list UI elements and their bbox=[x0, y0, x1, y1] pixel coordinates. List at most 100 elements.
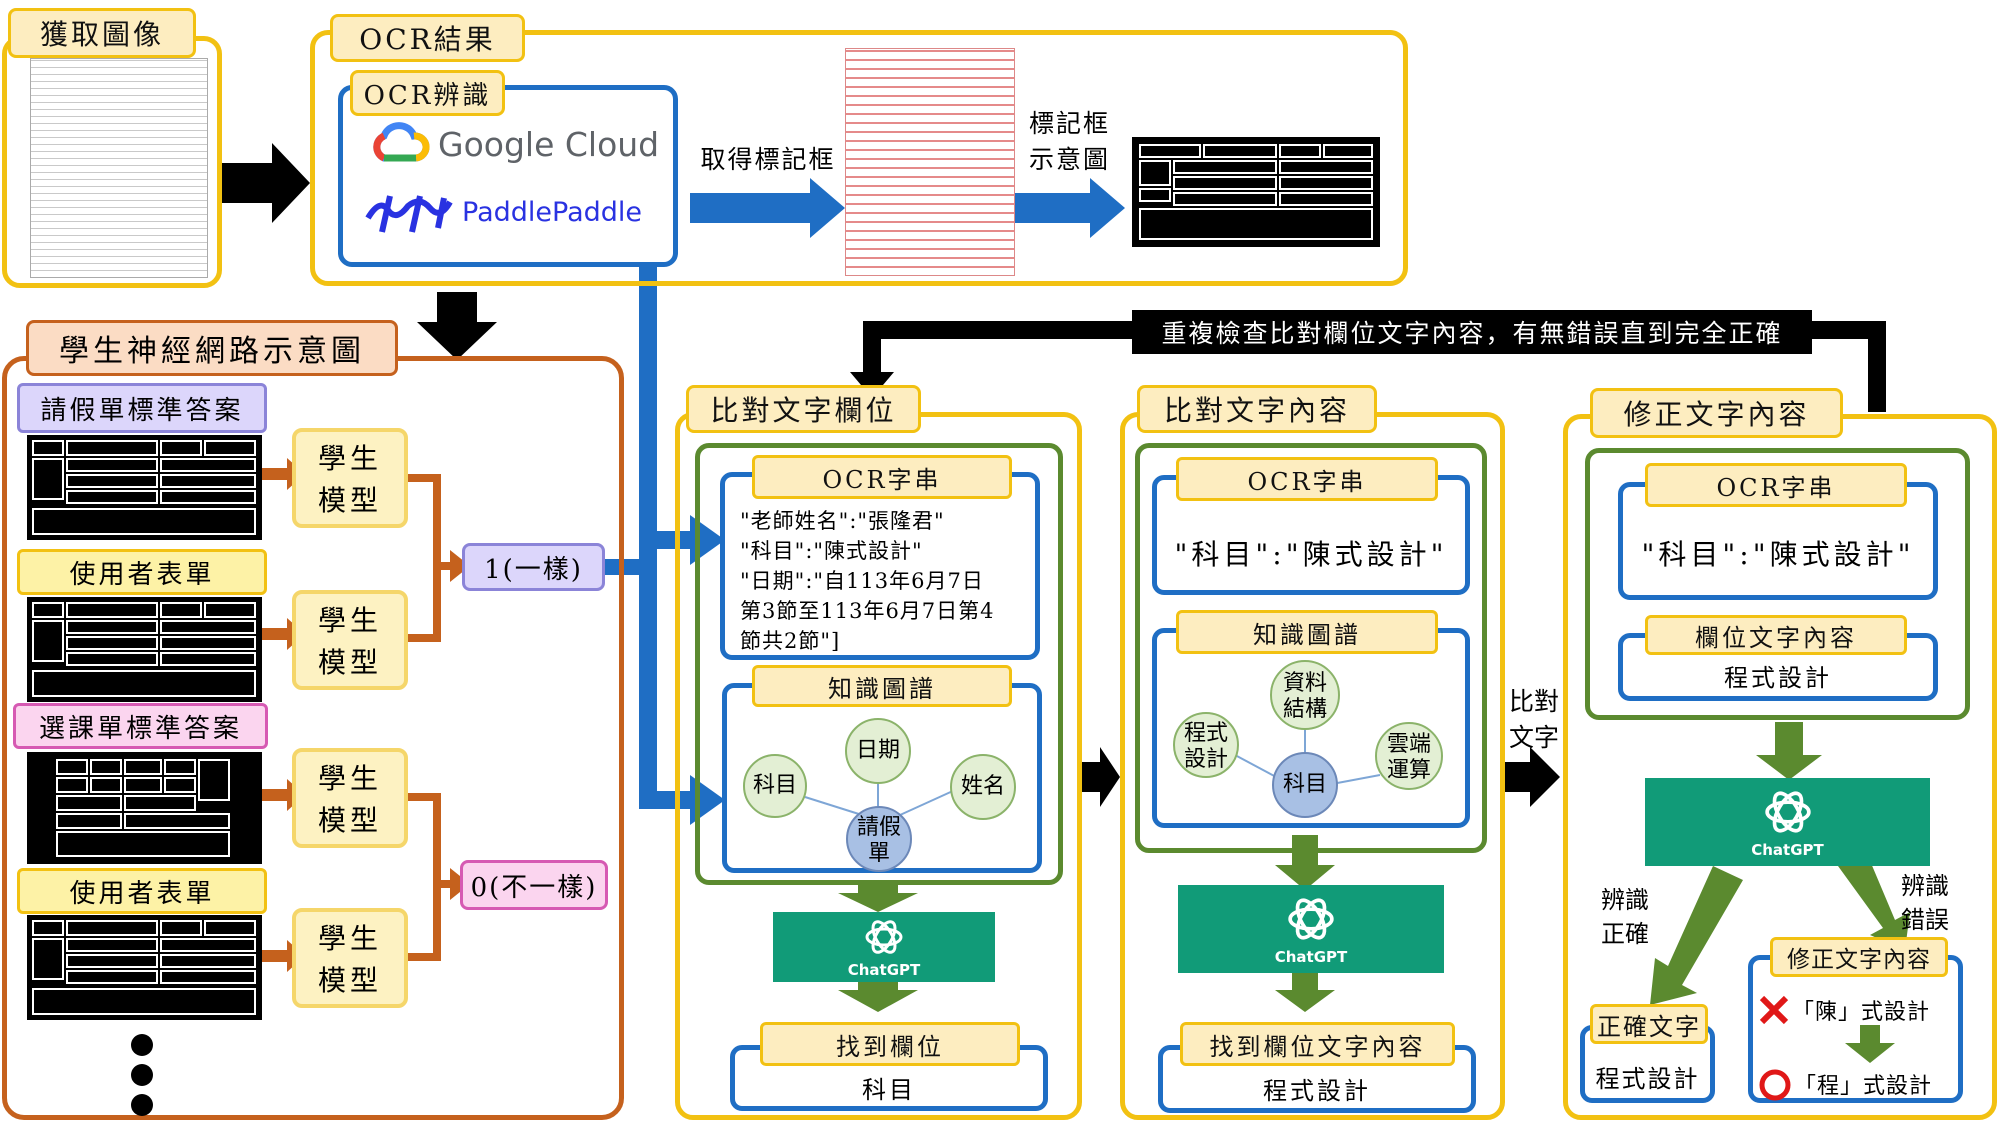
compare-content-title: 比對文字內容 bbox=[1137, 385, 1377, 433]
compare-field-ocr-title: OCR字串 bbox=[752, 455, 1012, 499]
kg-node-programming bbox=[1173, 712, 1239, 778]
arrow-box-diagram bbox=[1015, 178, 1125, 238]
correct-text-title: 正確文字 bbox=[1590, 1004, 1708, 1044]
leave-standard-label: 請假單標準答案 bbox=[17, 383, 267, 433]
kg-node-data-structure bbox=[1270, 660, 1340, 730]
user-form-image-2 bbox=[27, 915, 262, 1020]
kg-node-leave-form-line2: 單 bbox=[867, 841, 890, 866]
kg-node-subject: 科目 bbox=[743, 754, 807, 818]
course-standard-image bbox=[27, 752, 262, 864]
openai-icon bbox=[865, 920, 903, 954]
compare-field-result-value: 科目 bbox=[862, 1075, 916, 1104]
wrong-x-icon bbox=[1758, 994, 1790, 1026]
different-result: 0(不一樣) bbox=[460, 860, 608, 910]
correct-content-ocr-title: OCR字串 bbox=[1645, 463, 1907, 507]
right-text: 「程」式設計 bbox=[1794, 1074, 1933, 1099]
compare-text-label-2: 文字 bbox=[1508, 723, 1559, 752]
compare-field-kg-title: 知識圖譜 bbox=[752, 665, 1012, 707]
arrow-field-to-content bbox=[1082, 747, 1120, 807]
kg-node-name: 姓名 bbox=[950, 754, 1016, 820]
student-model-4-line2: 模型 bbox=[317, 964, 382, 997]
student-model-3 bbox=[292, 748, 408, 848]
student-model-3-line2: 模型 bbox=[317, 804, 382, 837]
scanned-form-image bbox=[30, 58, 208, 278]
correct-content-field-title: 欄位文字內容 bbox=[1645, 615, 1907, 655]
kg-node-leave-form bbox=[846, 806, 912, 872]
compare-content-result-value: 程式設計 bbox=[1263, 1076, 1371, 1105]
course-standard-label: 選課單標準答案 bbox=[13, 703, 268, 749]
correct-content-ocr-value: "科目":"陳式設計" bbox=[1641, 538, 1915, 571]
get-boxes-label: 取得標記框 bbox=[700, 145, 836, 174]
chatgpt-label-1: ChatGPT bbox=[847, 961, 921, 979]
right-circle-icon bbox=[1758, 1068, 1792, 1102]
feedback-path bbox=[863, 321, 1886, 412]
openai-icon bbox=[1764, 791, 1811, 833]
kg-node-cloud bbox=[1375, 722, 1443, 790]
compare-content-result-title: 找到欄位文字內容 bbox=[1180, 1022, 1455, 1066]
compare-content-inner bbox=[1135, 443, 1487, 853]
arrow-content-to-correct bbox=[1505, 747, 1560, 807]
user-form-label-2: 使用者表單 bbox=[17, 868, 267, 914]
compare-content-ocr-value: "科目":"陳式設計" bbox=[1174, 538, 1448, 571]
chatgpt-logo-1: ChatGPT bbox=[773, 912, 995, 982]
leave-standard-image bbox=[27, 435, 262, 540]
chatgpt-logo-3: ChatGPT bbox=[1645, 778, 1930, 866]
box-diagram-image bbox=[1132, 137, 1380, 247]
student-model-2-line1: 學生 bbox=[317, 604, 382, 637]
google-cloud-label: Google Cloud bbox=[438, 124, 660, 164]
compare-field-ocr-line-1: "老師姓名":"張隆君" bbox=[740, 509, 945, 533]
kg-node-subject-center: 科目 bbox=[1272, 752, 1338, 818]
kg-node-programming-line1: 程式 bbox=[1183, 721, 1228, 746]
box-diagram-label-2: 示意圖 bbox=[1028, 145, 1110, 174]
wrong-text: 「陳」式設計 bbox=[1792, 1000, 1931, 1025]
kg-node-programming-line2: 設計 bbox=[1183, 747, 1228, 772]
ocr-result-title: OCR結果 bbox=[330, 14, 525, 62]
chatgpt-label-3: ChatGPT bbox=[1751, 841, 1824, 859]
correct-content-inner bbox=[1585, 448, 1970, 720]
arrow-ocr-to-net bbox=[417, 292, 497, 360]
kg-node-data-structure-line1: 資料 bbox=[1282, 671, 1327, 696]
marked-form-image bbox=[845, 48, 1015, 276]
chatgpt-logo-2: ChatGPT bbox=[1178, 885, 1444, 973]
compare-field-ocr-line-5: 節共2節"] bbox=[740, 629, 841, 653]
compare-content-kg-title: 知識圖譜 bbox=[1176, 610, 1438, 654]
same-result: 1(一樣) bbox=[462, 543, 605, 591]
compare-text-label-1: 比對 bbox=[1508, 687, 1559, 716]
student-model-2-line2: 模型 bbox=[317, 646, 382, 679]
fix-content-title: 修正文字內容 bbox=[1770, 937, 1948, 977]
ocr-result-panel bbox=[310, 30, 1408, 286]
correct-content-field-value: 程式設計 bbox=[1724, 663, 1832, 692]
chatgpt-label-2: ChatGPT bbox=[1274, 948, 1348, 966]
kg-node-date: 日期 bbox=[845, 718, 911, 784]
google-cloud-logo bbox=[370, 122, 430, 164]
paddlepaddle-logo bbox=[360, 188, 455, 236]
compare-field-inner bbox=[695, 443, 1063, 885]
student-net-title: 學生神經網路示意圖 bbox=[26, 320, 398, 376]
correct-label-2: 正確 bbox=[1601, 919, 1649, 948]
correct-label-1: 辨識 bbox=[1601, 885, 1649, 914]
kg-node-leave-form-line1: 請假 bbox=[856, 815, 901, 840]
compare-field-ocr-line-3: "日期":"自113年6月7日 bbox=[740, 569, 984, 593]
compare-content-ocr-title: OCR字串 bbox=[1176, 457, 1438, 501]
error-label-2: 錯誤 bbox=[1901, 905, 1949, 934]
ocr-engine-box bbox=[338, 85, 678, 267]
more-dots bbox=[130, 1033, 154, 1121]
student-model-1 bbox=[292, 428, 408, 528]
user-form-image-1 bbox=[27, 597, 262, 702]
feedback-label: 重複檢查比對欄位文字內容，有無錯誤直到完全正確 bbox=[1132, 310, 1812, 354]
student-model-4-line1: 學生 bbox=[317, 922, 382, 955]
student-model-3-line1: 學生 bbox=[317, 762, 382, 795]
error-label-1: 辨識 bbox=[1901, 871, 1949, 900]
ocr-engine-title: OCR辨識 bbox=[350, 70, 505, 116]
box-diagram-label-1: 標記框 bbox=[1028, 109, 1110, 138]
correct-content-title: 修正文字內容 bbox=[1590, 388, 1843, 438]
compare-field-ocr-line-4: 第3節至113年6月7日第4 bbox=[740, 599, 995, 623]
kg-node-data-structure-line2: 結構 bbox=[1282, 697, 1327, 722]
arrow-get-boxes bbox=[690, 178, 845, 238]
compare-field-title: 比對文字欄位 bbox=[686, 385, 921, 433]
kg-node-cloud-line2: 運算 bbox=[1386, 758, 1431, 783]
user-form-label-1: 使用者表單 bbox=[17, 549, 267, 595]
student-model-2 bbox=[292, 590, 408, 690]
arrow-acquire-to-ocr bbox=[222, 143, 310, 223]
kg-node-cloud-line1: 雲端 bbox=[1386, 732, 1431, 757]
